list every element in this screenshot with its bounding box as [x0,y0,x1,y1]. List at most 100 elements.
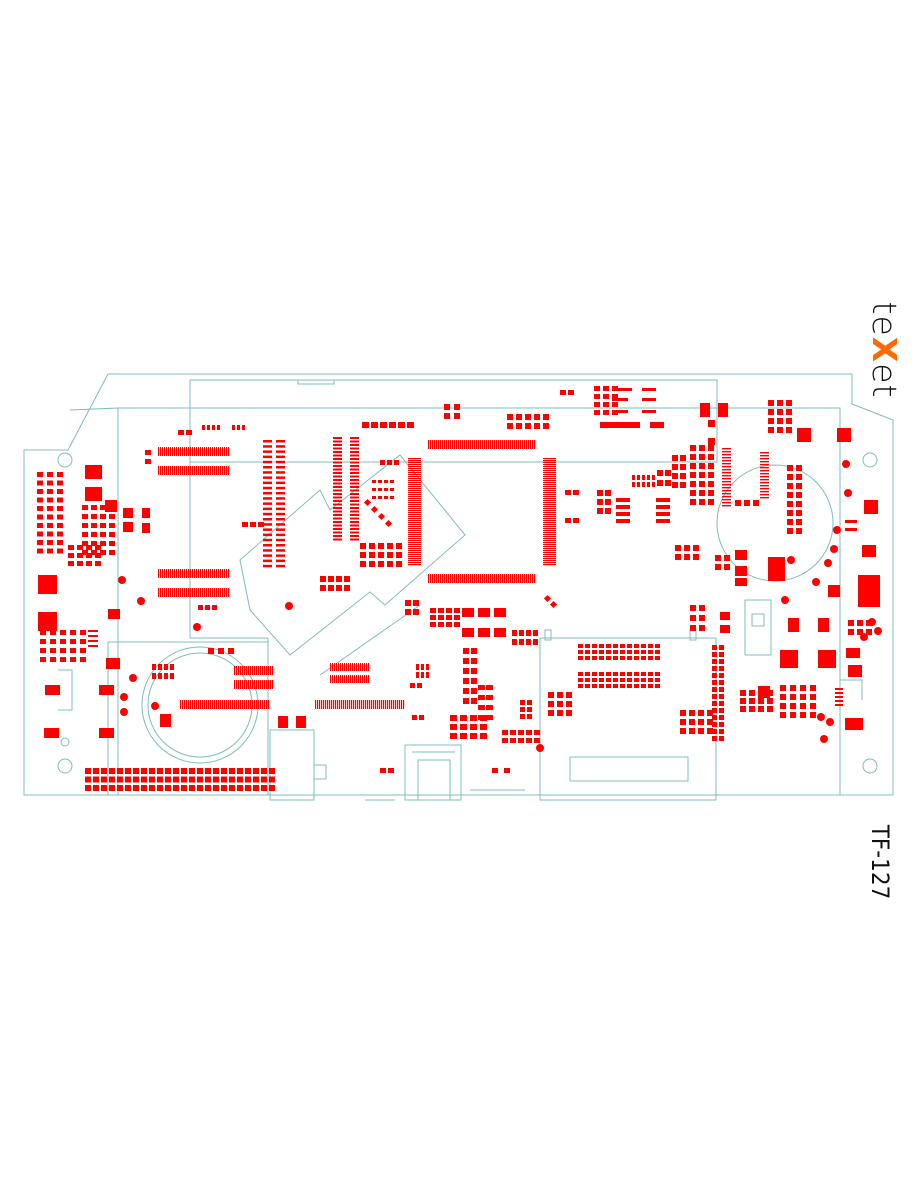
ic-pin [202,700,203,709]
smd-pad [594,386,600,391]
smd-pad [699,615,705,621]
smd-pad [845,520,857,523]
ic-pin [188,447,189,456]
smd-pad [719,694,724,699]
test-point [193,623,201,631]
smd-pad [835,692,843,694]
ic-pin [543,516,556,517]
smd-pad [698,728,704,734]
ic-pin [532,440,533,449]
ic-pin [454,440,455,449]
ic-pin [276,539,285,542]
ic-pin [321,700,322,709]
smd-pad [407,422,414,428]
ic-pin [543,526,556,527]
ic-pin [182,447,183,456]
smd-pad [787,510,793,516]
ic-pin [254,666,255,675]
ic-pin [242,666,243,675]
smd-pad [534,414,540,420]
ic-pin [476,574,477,583]
ic-pin [484,440,485,449]
ic-pin [210,588,211,597]
ic-pin [184,569,185,578]
smd-pad [261,785,267,791]
ic-pin [198,447,199,456]
smd-pad [80,657,86,662]
smd-pad [480,724,487,730]
ic-body [818,650,836,668]
smd-pad [70,639,76,644]
smd-pad [690,605,696,611]
ic-pin [358,663,359,671]
smd-pad [719,715,724,720]
ic-pin [333,455,342,457]
smd-pad [197,785,203,791]
smd-pad [565,490,571,495]
ic-pin [192,466,193,475]
test-point [812,578,820,586]
ic-pin [317,700,318,709]
smd-pad [656,519,670,523]
ic-body [818,618,829,632]
smd-pad [655,672,660,676]
test-point [787,556,795,564]
smd-pad [37,515,43,520]
ic-pin [172,569,173,578]
smd-pad [320,576,326,582]
smd-pad [454,608,460,613]
smd-pad [82,532,88,537]
smd-pad [229,768,235,774]
smd-pad [712,680,717,685]
ic-pin [543,482,556,483]
ic-pin [276,440,285,443]
ic-pin [408,492,421,493]
ic-pin [166,569,167,578]
brand-logo: teXet [865,302,904,399]
smd-pad [600,422,640,428]
smd-pad [719,687,724,692]
smd-pad [637,482,640,487]
ic-pin [401,700,402,709]
smd-pad [520,700,525,705]
ic-pin [470,440,471,449]
smd-pad [510,730,516,735]
ic-pin [506,574,507,583]
smd-pad [378,552,384,558]
ic-pin [350,469,359,471]
ic-pin [408,530,421,531]
ic-pin [722,499,731,500]
smd-pad [454,615,460,620]
smd-pad [810,703,816,709]
ic-pin [194,466,195,475]
smd-pad [534,738,540,743]
smd-pad [237,777,243,783]
ic-pin [190,588,191,597]
ic-pin [387,700,388,709]
ic-pin [208,466,209,475]
ic-pin [408,482,421,483]
ic-pin [210,466,211,475]
smd-pad [93,768,99,774]
ic-pin [202,569,203,578]
ic-pin [543,484,556,485]
smd-pad [50,657,56,662]
ic-pin [333,535,342,537]
smd-pad [777,400,783,406]
ic-pin [196,569,197,578]
smd-pad [50,639,56,644]
ic-pin [543,560,556,561]
ic-pin [192,447,193,456]
smd-pad [261,777,267,783]
smd-pad [699,481,705,487]
ic-pin [350,455,359,457]
smd-pad [387,460,392,465]
smd-pad [620,656,625,660]
smd-pad [680,728,686,734]
smd-pad [657,480,663,486]
ic-pin [543,504,556,505]
smd-pad [642,388,656,391]
ic-pin [160,447,161,456]
ic-pin [760,479,769,480]
ic-pin [408,560,421,561]
